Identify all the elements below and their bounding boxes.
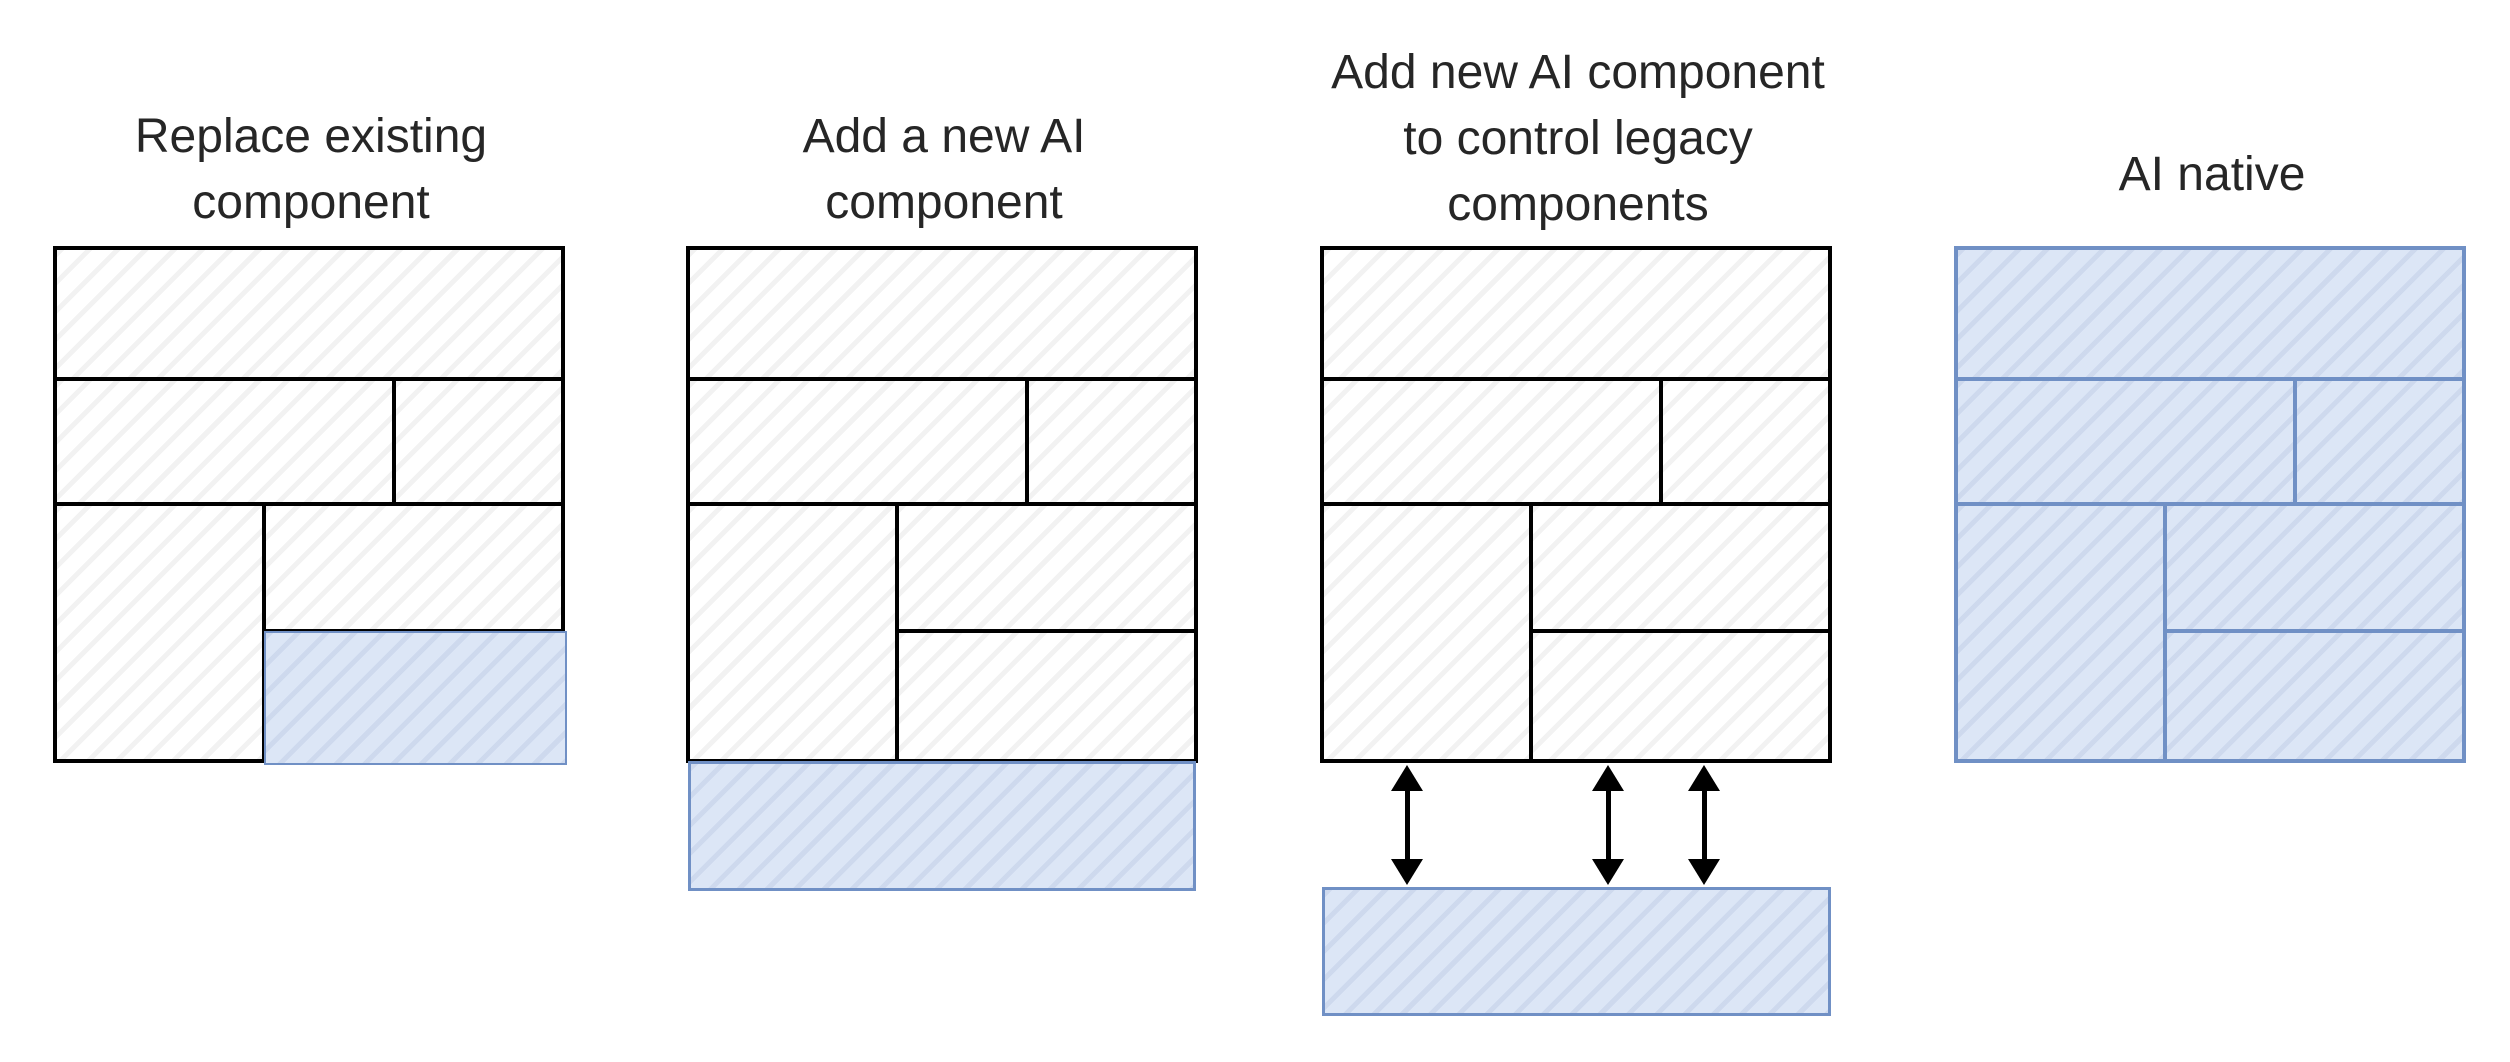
- diagram-ai-native: [1954, 246, 2466, 763]
- legacy-component-lower-right-upper: [1531, 504, 1830, 631]
- legacy-component-lower-left: [55, 504, 264, 761]
- arrow-head-down-icon: [1391, 859, 1423, 885]
- ai-component-top: [1956, 248, 2464, 379]
- arrow-head-up-icon: [1688, 765, 1720, 791]
- ai-component-lower-left: [1956, 504, 2165, 761]
- arrow-head-up-icon: [1391, 765, 1423, 791]
- legacy-component-top: [55, 248, 563, 379]
- legacy-component-top: [1322, 248, 1830, 379]
- legacy-component-mid-right: [1027, 379, 1196, 504]
- double-arrow-icon: [1687, 765, 1721, 885]
- legacy-component-mid-left: [1322, 379, 1661, 504]
- diagram-title-line: Add new AI component: [1331, 46, 1825, 99]
- ai-replacement-component: [264, 631, 567, 765]
- ai-controller-bar: [1322, 887, 1831, 1016]
- arrow-head-up-icon: [1592, 765, 1624, 791]
- diagram-title: Add new AI component to control legacy com…: [1248, 40, 1908, 238]
- arrow-shaft: [1404, 791, 1410, 859]
- diagram-title-line: Add a new AI: [802, 110, 1086, 163]
- new-ai-component-bar: [688, 761, 1196, 891]
- double-arrow-icon: [1591, 765, 1625, 885]
- arrow-shaft: [1701, 791, 1707, 859]
- legacy-component-mid-right: [1661, 379, 1830, 504]
- legacy-component-lower-left: [688, 504, 897, 761]
- legacy-component-lower-right-lower: [1531, 631, 1830, 761]
- diagram-title-line: Replace existing: [134, 110, 488, 163]
- diagram-add-new-ai-component: [686, 246, 1198, 891]
- diagram-title-line: component: [825, 176, 1063, 229]
- diagram-title: Replace existing component: [0, 104, 641, 236]
- diagram-title: Add a new AI component: [614, 104, 1274, 236]
- diagram-title-line: component: [192, 176, 430, 229]
- legacy-component-top: [688, 248, 1196, 379]
- diagram-title-line: to control legacy: [1403, 112, 1753, 165]
- arrow-shaft: [1605, 791, 1611, 859]
- diagram-title-line: AI native: [2118, 148, 2306, 201]
- diagram-title-line: components: [1447, 178, 1709, 231]
- ai-component-lower-right-lower: [2165, 631, 2464, 761]
- ai-component-mid-left: [1956, 379, 2295, 504]
- legacy-component-lower-right-upper: [897, 504, 1196, 631]
- legacy-component-lower-left: [1322, 504, 1531, 761]
- arrow-head-down-icon: [1592, 859, 1624, 885]
- ai-component-lower-right-upper: [2165, 504, 2464, 631]
- diagram-title: AI native: [1882, 142, 2510, 208]
- double-arrow-icon: [1390, 765, 1424, 885]
- legacy-component-lower-right: [264, 504, 563, 631]
- diagram-replace-existing-component: [53, 246, 567, 765]
- legacy-component-mid-left: [688, 379, 1027, 504]
- legacy-component-mid-right: [394, 379, 563, 504]
- ai-component-mid-right: [2295, 379, 2464, 504]
- legacy-component-mid-left: [55, 379, 394, 504]
- diagram-ai-component-controls-legacy: [1320, 246, 1832, 1016]
- arrow-head-down-icon: [1688, 859, 1720, 885]
- legacy-component-lower-right-lower: [897, 631, 1196, 761]
